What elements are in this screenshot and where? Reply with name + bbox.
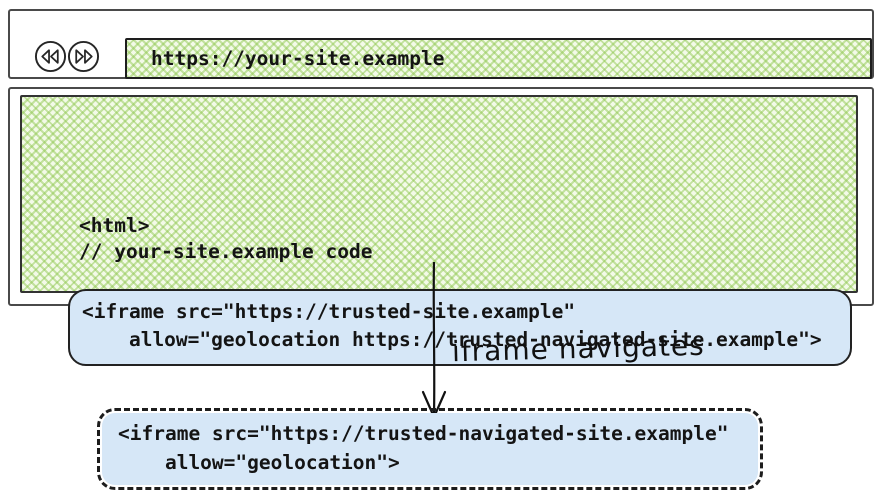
- navigation-arrow-icon: [421, 262, 447, 419]
- iframe-embed-code: <iframe src="https://trusted-site.exampl…: [82, 300, 822, 351]
- fast-forward-icon: [67, 40, 100, 73]
- navigated-iframe-fill: <iframe src="https://trusted-navigated-s…: [102, 413, 758, 485]
- browser-toolbar: https://your-site.example: [8, 9, 874, 79]
- navigated-iframe-box: <iframe src="https://trusted-navigated-s…: [97, 408, 763, 490]
- url-text: https://your-site.example: [151, 47, 445, 70]
- page-content: <html> // your-site.example code <iframe…: [20, 95, 858, 366]
- url-bar[interactable]: https://your-site.example: [125, 38, 872, 79]
- rewind-icon: [34, 40, 67, 73]
- navigated-iframe-code: <iframe src="https://trusted-navigated-s…: [118, 422, 729, 474]
- forward-button[interactable]: [67, 40, 100, 73]
- page-code: <html> // your-site.example code: [79, 214, 373, 263]
- arrow-label: iframe navigates: [451, 328, 706, 369]
- back-button[interactable]: [34, 40, 67, 73]
- iframe-embed-box: <iframe src="https://trusted-site.exampl…: [68, 289, 852, 366]
